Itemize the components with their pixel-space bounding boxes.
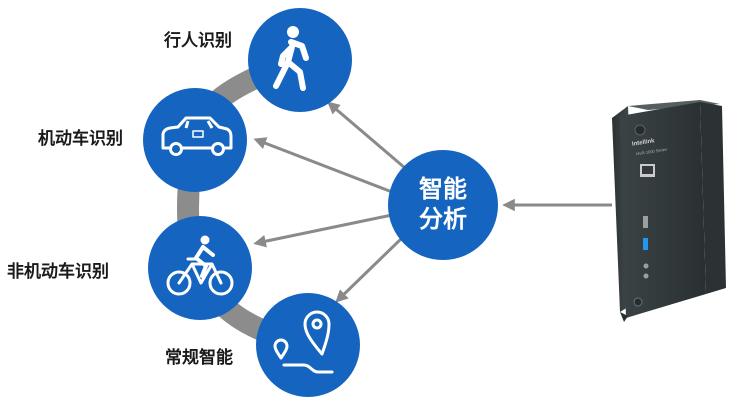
arrow-to-vehicle	[253, 137, 393, 194]
label-smart: 常规智能	[165, 348, 233, 368]
hub-title-line1: 智能	[419, 175, 467, 203]
arrow-to-smart	[335, 236, 404, 303]
hub-title: 智能 分析	[395, 174, 491, 234]
arrow-to-pedestrian	[327, 101, 406, 170]
center-hub-circle	[388, 150, 498, 260]
node-non-motor-circle	[148, 216, 252, 320]
connector-ring	[177, 49, 316, 356]
label-vehicle: 机动车识别	[38, 129, 123, 149]
map-pin-route-icon	[273, 310, 334, 374]
node-pedestrian-circle	[248, 8, 352, 112]
node-smart-circle	[256, 293, 360, 397]
car-icon	[161, 116, 233, 156]
arrow-to-non-motor	[253, 213, 393, 248]
pedestrian-icon	[273, 26, 309, 91]
bicycle-icon	[166, 235, 234, 296]
nvr-device	[612, 100, 726, 322]
label-non-motor: 非机动车识别	[7, 262, 109, 282]
label-pedestrian: 行人识别	[164, 31, 232, 51]
hub-title-line2: 分析	[419, 205, 467, 233]
node-vehicle-circle	[143, 88, 247, 192]
